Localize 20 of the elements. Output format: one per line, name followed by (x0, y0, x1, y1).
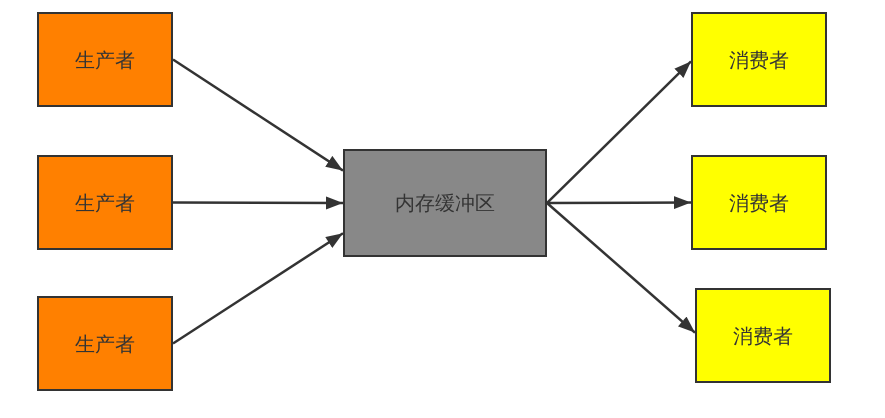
node-label: 生产者 (75, 332, 135, 356)
process-box (37, 12, 173, 107)
process-box (691, 155, 827, 250)
process-box (343, 149, 547, 257)
node-label: 内存缓冲区 (395, 191, 495, 215)
arrow (172, 58, 344, 172)
arrow (546, 202, 696, 334)
process-box (691, 12, 827, 107)
arrow (172, 232, 344, 345)
node-label: 生产者 (75, 190, 135, 214)
process-box (37, 296, 173, 391)
arrow (173, 196, 343, 210)
process-box (37, 155, 173, 250)
node-label: 消费者 (733, 324, 793, 348)
node-label: 生产者 (75, 48, 135, 72)
node-label: 消费者 (729, 190, 789, 214)
arrow (546, 60, 692, 204)
process-box (695, 288, 831, 383)
node-label: 消费者 (729, 48, 789, 72)
arrow (547, 196, 691, 210)
